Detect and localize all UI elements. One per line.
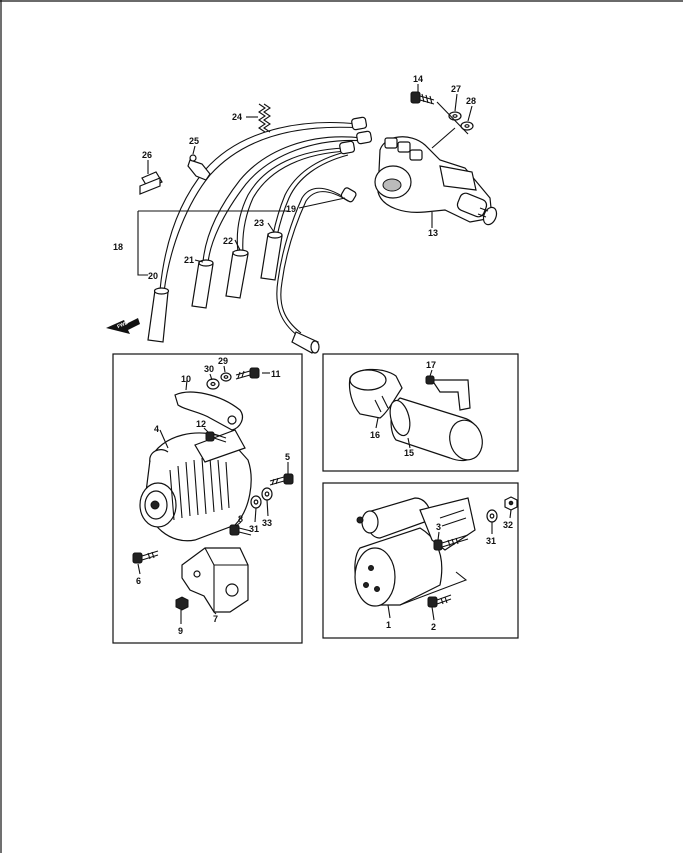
callout-7: 7 <box>213 614 218 624</box>
callout-23: 23 <box>254 218 264 228</box>
washer-31-alternator <box>250 495 262 509</box>
bolt-17 <box>425 375 435 385</box>
callout-9: 9 <box>178 626 183 636</box>
ignition-wire-set <box>159 122 367 337</box>
callout-6: 6 <box>136 576 141 586</box>
washer-29 <box>220 372 232 382</box>
distributor-bolt-14 <box>410 91 435 105</box>
callout-26: 26 <box>142 150 152 160</box>
bolt-12 <box>205 431 227 443</box>
callout-18: 18 <box>113 242 123 252</box>
callout-20: 20 <box>148 271 158 281</box>
nut-32 <box>504 496 518 511</box>
callout-31-starter: 31 <box>486 536 496 546</box>
callout-17: 17 <box>426 360 436 370</box>
nut-9 <box>175 596 189 611</box>
callout-33: 33 <box>262 518 272 528</box>
callout-15: 15 <box>404 448 414 458</box>
forward-label: FWD <box>116 320 129 330</box>
callout-31-alternator: 31 <box>249 524 259 534</box>
callout-16: 16 <box>370 430 380 440</box>
callout-12: 12 <box>196 419 206 429</box>
forward-direction-arrow: FWD <box>106 318 140 334</box>
distributor-side-boots <box>339 116 373 203</box>
callout-30: 30 <box>204 364 214 374</box>
callout-1: 1 <box>386 620 391 630</box>
bolt-3 <box>433 534 469 551</box>
wire-holder-26 <box>139 171 163 195</box>
callout-3: 3 <box>436 522 441 532</box>
washer-33 <box>261 487 273 501</box>
callout-24: 24 <box>232 112 242 122</box>
bolt-5 <box>269 473 294 486</box>
bolt-11 <box>235 367 260 380</box>
callout-8: 8 <box>238 514 243 524</box>
leader-14-13 <box>436 101 469 135</box>
distributor-assembly <box>374 136 498 226</box>
ignition-coil-panel <box>322 353 519 472</box>
callout-4: 4 <box>154 424 159 434</box>
washer-31-starter <box>486 509 498 523</box>
callout-25: 25 <box>189 136 199 146</box>
callout-11: 11 <box>271 369 281 379</box>
alternator-panel <box>112 353 303 644</box>
wire-clamp-24 <box>258 103 271 133</box>
starter-panel <box>322 482 519 639</box>
washer-30 <box>206 378 220 390</box>
leader-2-1 <box>399 571 468 606</box>
starter-motor-1 <box>354 497 476 607</box>
alternator-bracket-7 <box>181 547 249 613</box>
callout-10: 10 <box>181 374 191 384</box>
wire-clamp-25 <box>187 154 211 181</box>
alternator-body <box>139 429 252 542</box>
leader-28-13 <box>431 127 456 149</box>
alternator-bracket-10 <box>174 391 244 431</box>
callout-22: 22 <box>223 236 233 246</box>
bracket-18 <box>137 210 288 276</box>
leader-lines <box>137 84 512 624</box>
callout-32: 32 <box>503 520 513 530</box>
coil-bracket-16 <box>348 368 403 419</box>
callout-13: 13 <box>428 228 438 238</box>
ignition-coil-15 <box>389 379 483 462</box>
callout-28: 28 <box>466 96 476 106</box>
callout-27: 27 <box>451 84 461 94</box>
spark-plug-boots <box>147 231 320 354</box>
callout-5: 5 <box>285 452 290 462</box>
callout-21: 21 <box>184 255 194 265</box>
bolt-2 <box>427 594 452 608</box>
callout-19: 19 <box>286 204 296 214</box>
callout-2: 2 <box>431 622 436 632</box>
bolt-6 <box>132 550 159 564</box>
bolt-8 <box>229 524 252 536</box>
callout-29: 29 <box>218 356 228 366</box>
callout-14: 14 <box>413 74 423 84</box>
